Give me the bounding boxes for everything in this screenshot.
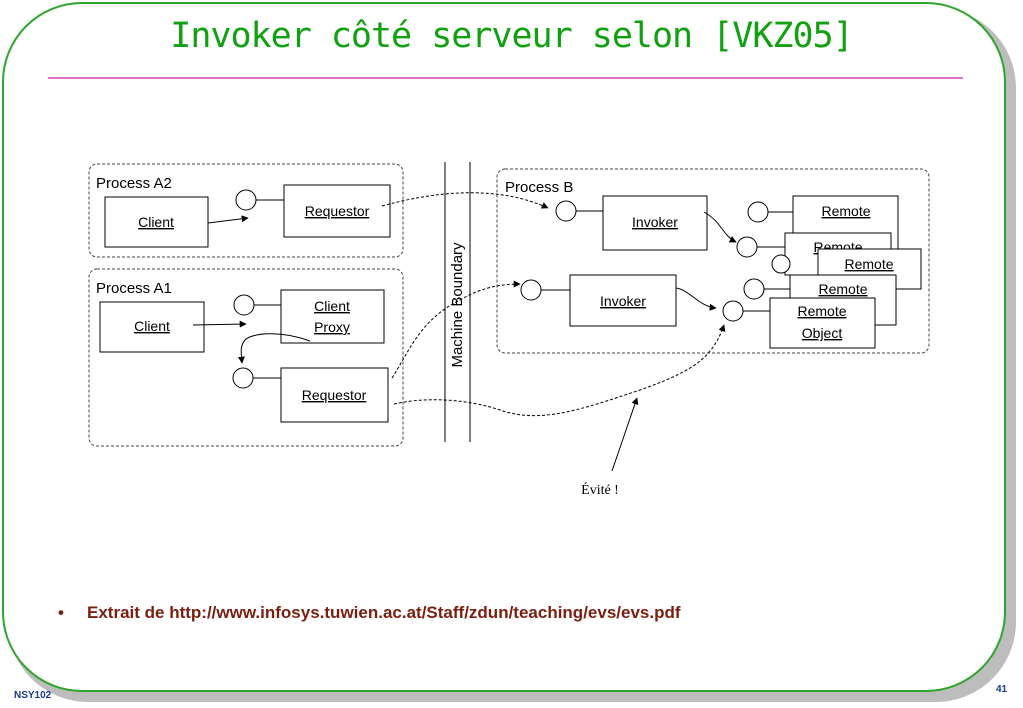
a2-client-box (104, 196, 209, 248)
title-divider (48, 77, 963, 79)
remote-object-label-4: Remote (818, 281, 867, 297)
a1-proxy-label-2: Proxy (314, 319, 350, 335)
b-invoker-bottom-box (569, 274, 677, 327)
a1-proxy-to-requestor-arrow (237, 333, 311, 364)
a1-requestor-label: Requestor (302, 387, 367, 403)
b-invoker-top-label: Invoker (632, 214, 678, 230)
process-b-label: Process B (505, 179, 573, 196)
remote-object-label-5b: Object (802, 325, 843, 341)
b-invoker-bottom-arrow (675, 287, 717, 311)
remote-object-box-5 (769, 297, 876, 349)
b-invoker-bottom-port (520, 279, 542, 301)
remote-object-label-1: Remote (821, 203, 870, 219)
bullet-marker: • (58, 603, 64, 622)
a2-client-label: Client (138, 214, 174, 230)
footer-course-code: NSY102 (14, 690, 52, 701)
a1-requestor-box (280, 367, 389, 423)
a2-client-arrow (207, 215, 249, 224)
b-invoker-top-port (555, 200, 577, 222)
b-invoker-top-arrow (703, 211, 737, 243)
page-number: 41 (996, 684, 1008, 695)
remote-port-1 (747, 201, 769, 223)
a1-proxy-box (280, 289, 385, 344)
b-invoker-top-box (602, 195, 708, 251)
a1-client-arrow (192, 320, 247, 328)
a2-requestor-label: Requestor (305, 203, 370, 219)
a1-proxy-label-1: Client (314, 298, 350, 314)
remote-object-label-5a: Remote (797, 303, 846, 319)
a2-to-b-invoker-link (381, 192, 549, 209)
machine-boundary-label: Machine Boundary (449, 242, 466, 368)
a1-proxy-port (233, 294, 255, 316)
a2-requestor-port (235, 189, 257, 211)
a1-client-box (99, 301, 205, 353)
source-citation: Extrait de http://www.infosys.tuwien.ac.… (87, 603, 681, 622)
slide-title: Invoker côté serveur selon [VKZ05] (170, 16, 853, 56)
b-invoker-bottom-label: Invoker (600, 293, 646, 309)
remote-port-5 (722, 300, 744, 322)
a1-requestor-port (232, 367, 254, 389)
a2-requestor-box (283, 184, 391, 238)
remote-object-label-3: Remote (844, 256, 893, 272)
remote-port-2 (736, 236, 758, 258)
process-b-box (496, 168, 930, 354)
avoided-annotation-arrow (611, 397, 639, 472)
process-a1-label: Process A1 (96, 280, 172, 297)
remote-port-4 (743, 278, 765, 300)
avoided-annotation-label: Évité ! (581, 481, 619, 498)
a1-direct-to-remote-link (393, 324, 726, 417)
a1-to-b-invoker-link (391, 280, 521, 379)
process-a1-box (88, 268, 404, 447)
remote-port-3 (771, 254, 791, 274)
process-a2-label: Process A2 (96, 175, 172, 192)
a1-client-label: Client (134, 318, 170, 334)
